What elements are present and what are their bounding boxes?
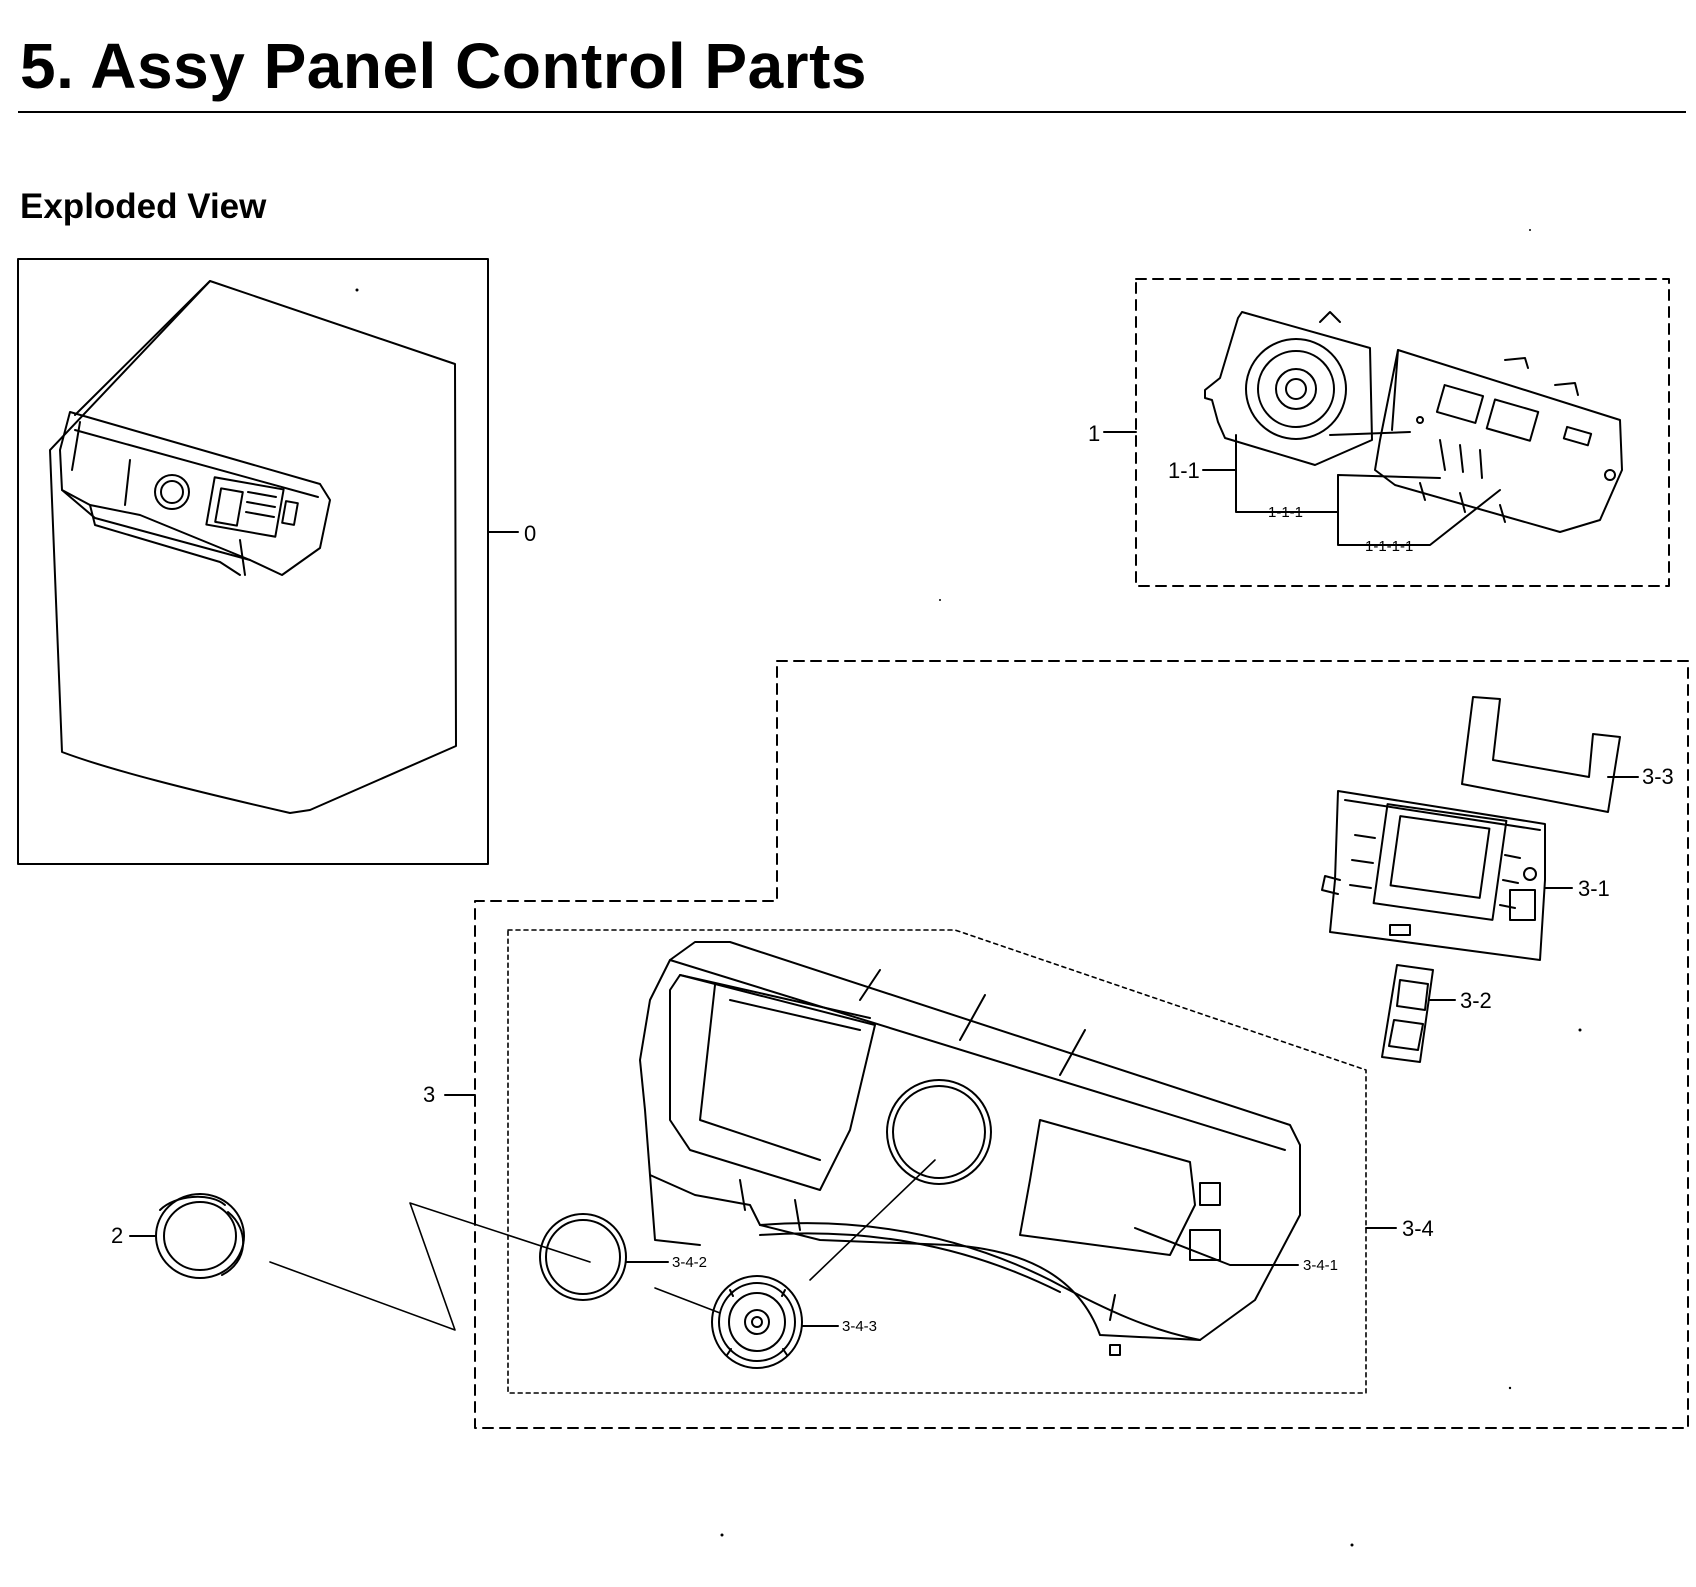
knob-cap: [155, 1193, 245, 1279]
callout-label: 3-4-1: [1303, 1257, 1338, 1274]
callout-label: 3-2: [1460, 988, 1492, 1013]
trim-ring: [539, 1213, 627, 1301]
section-subtitle: Exploded View: [20, 187, 267, 226]
leader-1-1-1-1: [1337, 474, 1501, 546]
callout-label: 0: [524, 521, 536, 546]
callout-label: 1-1-1: [1268, 504, 1303, 521]
washer-overview: [17, 258, 489, 865]
page-title: 5. Assy Panel Control Parts: [20, 30, 867, 102]
explode-line-knob: [269, 1202, 591, 1331]
callout-label: 2: [111, 1223, 123, 1248]
scan-artifacts: [355, 229, 1582, 1547]
panel-control-housing: [639, 941, 1301, 1356]
control-panel-group-outline: [474, 660, 1689, 1429]
callout-label: 3: [423, 1082, 435, 1107]
encoder-knob: [711, 1275, 803, 1369]
explode-line-encoder: [654, 1287, 721, 1314]
connector-part: [1381, 964, 1434, 1063]
callout-label: 3-1: [1578, 876, 1610, 901]
gasket-frame: [1461, 696, 1621, 813]
leader-3-4-1: [1134, 1227, 1299, 1266]
callout-label: 1-1-1-1: [1365, 538, 1413, 555]
callout-label: 3-3: [1642, 764, 1674, 789]
panel-subgroup-outline: [507, 929, 1367, 1394]
callout-label: 3-4-3: [842, 1318, 877, 1335]
title-rule: [18, 111, 1686, 113]
display-module: [1321, 790, 1546, 961]
callout-label: 1-1: [1168, 458, 1200, 483]
callout-label: 3-4: [1402, 1216, 1434, 1241]
pcb-assembly-group: [1103, 278, 1670, 587]
explode-line-ring: [809, 1159, 936, 1281]
callout-label: 3-4-2: [672, 1254, 707, 1271]
callout-label: 1: [1088, 421, 1100, 446]
